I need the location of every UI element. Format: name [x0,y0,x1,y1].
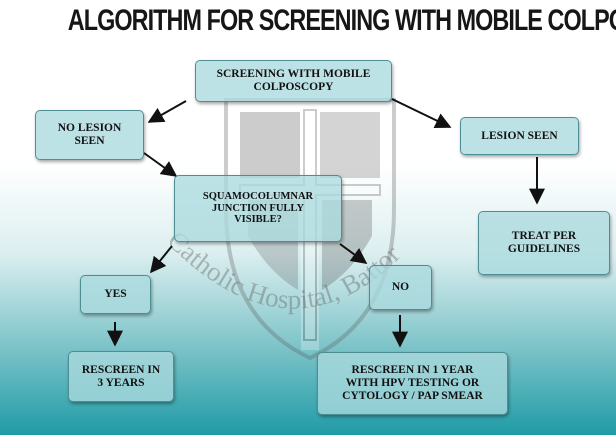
node-rescreen-1-year: RESCREEN IN 1 YEAR WITH HPV TESTING OR C… [317,352,508,415]
node-no-lesion-seen: NO LESION SEEN [35,110,144,160]
node-lesion-seen: LESION SEEN [460,117,579,155]
node-treat-per-guidelines: TREAT PER GUIDELINES [478,211,610,275]
page-title: ALGORITHM FOR SCREENING WITH MOBILE COLP… [67,4,616,37]
arrow-junction-to-no [339,243,368,264]
node-no: NO [369,265,432,310]
arrow-no-lesion-to-junction [143,152,178,177]
node-rescreen-3-years: RESCREEN IN 3 YEARS [68,351,174,402]
node-squamocolumnar-junction: SQUAMOCOLUMNAR JUNCTION FULLY VISIBLE? [174,175,342,242]
arrow-screening-to-lesion-seen [391,98,452,128]
arrow-screening-to-no-lesion [147,100,187,123]
node-yes: YES [80,275,151,314]
arrow-junction-to-yes [149,245,173,274]
node-screening: SCREENING WITH MOBILE COLPOSCOPY [195,60,392,102]
